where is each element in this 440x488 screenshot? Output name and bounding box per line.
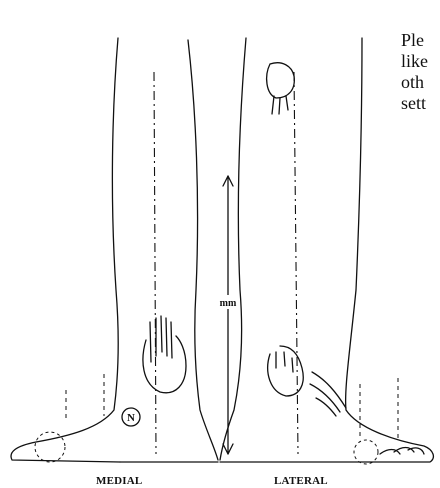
medial-malleolus <box>143 316 186 393</box>
lateral-label: LATERAL <box>274 475 328 487</box>
lateral-tendon-lines <box>310 372 346 416</box>
navicular-marker-label: N <box>127 412 135 424</box>
lateral-malleolus <box>268 346 303 396</box>
navicular-marker: N <box>122 408 140 426</box>
left-leg-outline <box>11 38 218 462</box>
right-leg-axis-line <box>294 72 298 454</box>
lateral-knee-mark <box>267 63 295 114</box>
side-text-line: like <box>401 51 440 72</box>
measurement-arrow: mm <box>217 176 239 454</box>
left-leg-axis-line <box>154 72 156 454</box>
lateral-heel-circle <box>354 440 378 464</box>
side-text-line: Ple <box>401 30 440 51</box>
medial-label: MEDIAL <box>96 475 142 487</box>
truncated-side-text: Ple like oth sett <box>401 30 440 114</box>
side-text-line: sett <box>401 93 440 114</box>
measurement-label: mm <box>220 298 237 309</box>
side-text-line: oth <box>401 72 440 93</box>
lateral-toes <box>380 448 424 455</box>
